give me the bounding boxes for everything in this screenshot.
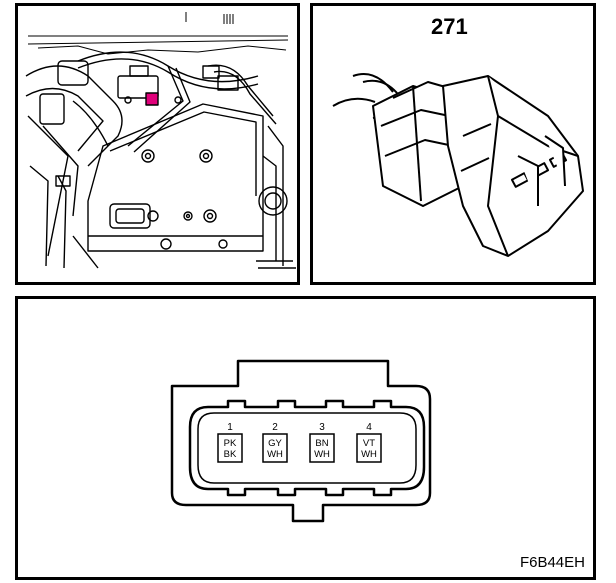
pin-terminal [262,433,288,463]
pin-terminal [309,433,335,463]
component-number: 271 [431,14,468,39]
pin-4: 4 VT WH [356,422,382,463]
connector-view-panel: 271 [310,3,596,285]
pin-1: 1 PK BK [217,422,243,463]
engine-bay-illustration [25,12,296,269]
pin-wire-color-top: PK [224,438,237,449]
pin-wire-color-bottom: WH [314,449,330,460]
pin-number: 3 [319,422,325,433]
pin-wire-color-top: VT [363,438,375,449]
intake-pipes [25,60,123,257]
pin-number: 1 [227,422,233,433]
connector-body [442,75,584,257]
right-pipework [256,125,296,269]
connector-cluster [117,65,182,106]
left-frame [29,165,99,269]
pinout-diagram: 1 PK BK 2 GY WH 3 BN WH 4 VT WH [170,359,432,523]
connector-housing [170,359,432,523]
pin-wire-color-bottom: BK [224,449,237,460]
pin-3: 3 BN WH [309,422,335,463]
hose-routing [77,51,277,153]
pin-number: 4 [366,422,372,433]
pin-terminal [217,433,243,463]
highlighted-connector [145,92,159,106]
engine-cover [87,103,264,252]
pin-wire-color-top: GY [268,438,282,449]
engine-view-panel [15,3,300,285]
figure-code: F6B44EH [519,554,585,571]
pin-terminal [356,433,382,463]
top-hatching [27,12,289,55]
pin-2: 2 GY WH [262,422,288,463]
pinout-panel: 1 PK BK 2 GY WH 3 BN WH 4 VT WH F6B44EH [15,296,596,580]
pin-wire-color-top: BN [315,438,328,449]
pin-wire-color-bottom: WH [361,449,377,460]
connector-illustration [332,73,584,257]
pin-wire-color-bottom: WH [267,449,283,460]
pin-number: 2 [272,422,278,433]
